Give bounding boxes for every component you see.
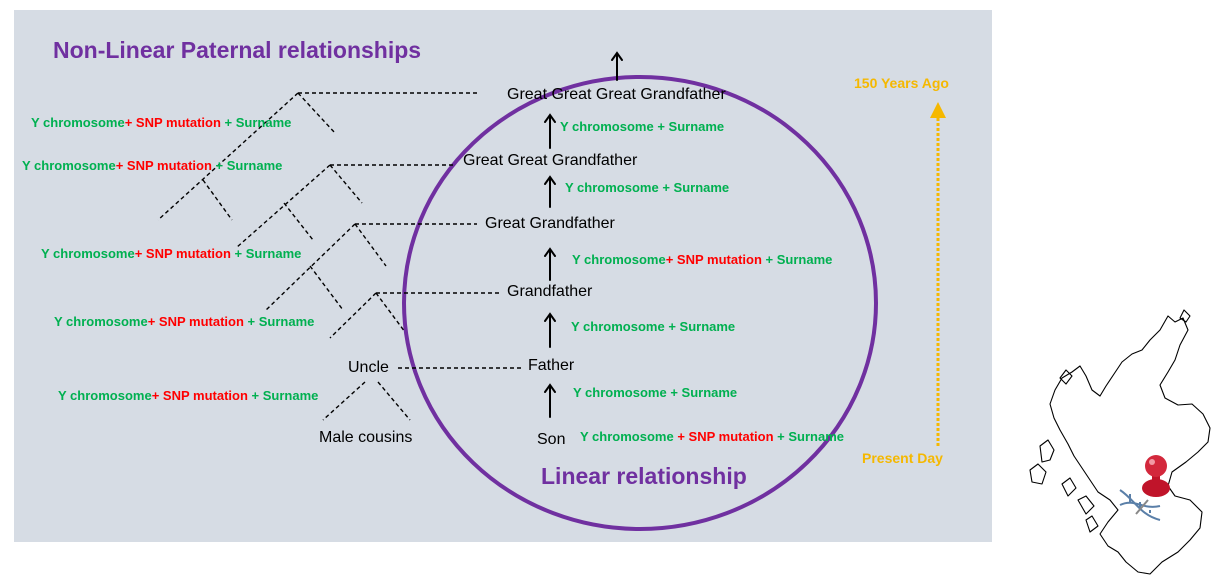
push-pin-icon xyxy=(1135,455,1170,515)
tree-lines xyxy=(157,92,522,421)
nonlinear-title: Non-Linear Paternal relationships xyxy=(53,37,422,63)
timeline-bottom-label: Present Day xyxy=(862,450,943,466)
inheritance-label: Y chromosome+ SNP mutation + Surname xyxy=(22,158,283,173)
inheritance-label: Y chromosome + Surname xyxy=(571,319,736,334)
diagram-panel xyxy=(14,10,992,542)
arrow-up-icon xyxy=(611,51,623,81)
inheritance-label: Y chromosome + Surname xyxy=(560,119,725,134)
arrows xyxy=(544,51,623,418)
arrow-head-icon xyxy=(930,102,946,118)
inheritance-label: Y chromosome+ SNP mutation + Surname xyxy=(41,246,302,261)
linear-title: Linear relationship xyxy=(541,463,747,489)
generation-node: Father xyxy=(528,357,575,374)
inheritance-label: Y chromosome+ SNP mutation + Surname xyxy=(31,115,292,130)
generation-node: Great Great Grandfather xyxy=(463,152,638,169)
arrow-up-icon xyxy=(544,383,556,418)
generation-node: Son xyxy=(537,431,566,448)
inheritance-label: Y chromosome+ SNP mutation + Surname xyxy=(572,252,833,267)
generation-node: Grandfather xyxy=(507,283,593,300)
arrow-up-icon xyxy=(544,312,556,348)
inheritance-label: Y chromosome + Surname xyxy=(573,385,738,400)
timeline-top-label: 150 Years Ago xyxy=(854,75,949,91)
scotland-map-icon xyxy=(1029,309,1211,575)
uncle-node: Uncle xyxy=(348,359,389,376)
generation-node: Great Great Great Grandfather xyxy=(507,86,726,103)
arrow-up-icon xyxy=(544,113,556,149)
arrow-up-icon xyxy=(544,175,556,208)
inheritance-label: Y chromosome + Surname xyxy=(565,180,730,195)
inheritance-label: Y chromosome+ SNP mutation + Surname xyxy=(54,314,315,329)
linear-circle xyxy=(402,75,878,531)
generation-node: Great Grandfather xyxy=(485,215,615,232)
arrow-up-icon xyxy=(544,247,556,281)
cousins-node: Male cousins xyxy=(319,429,413,446)
dna-helix-icon xyxy=(1119,489,1161,521)
inheritance-label: Y chromosome+ SNP mutation + Surname xyxy=(58,388,319,403)
timeline-arrow xyxy=(930,102,946,446)
inheritance-label: Y chromosome + SNP mutation + Surname xyxy=(580,429,845,444)
